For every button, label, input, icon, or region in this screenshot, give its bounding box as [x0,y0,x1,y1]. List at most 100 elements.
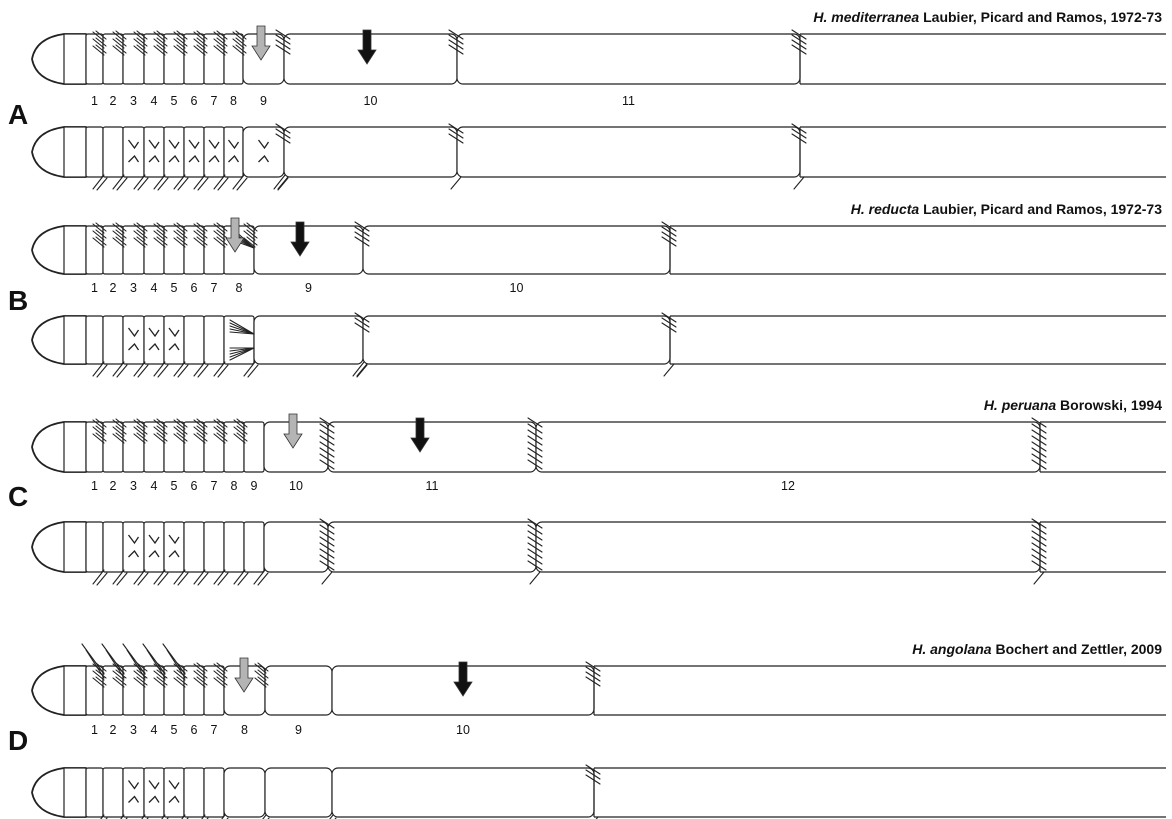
body-segment [283,126,458,178]
hook-mark [148,154,160,163]
chaeta [1031,518,1047,529]
chaeta [116,364,128,378]
chaeta [177,572,189,586]
chaeta [661,317,677,328]
hook-mark [168,342,180,351]
chaeta [133,223,146,234]
chaeta [237,572,249,586]
chaeta [173,361,186,377]
chaeta [173,174,186,190]
panel-d: D H. angolana Bochert and Zettler, 2009 … [8,641,1166,819]
chaeta [92,38,105,49]
hook-mark [258,154,270,163]
chaeta [213,31,226,42]
hook-mark [148,139,160,150]
chaeta [1031,560,1047,571]
chaeta [96,364,108,378]
chaeta [1033,571,1045,585]
body-segment [143,315,165,365]
chaeta [235,37,247,47]
chaeta [173,45,186,56]
chaeta [112,31,125,42]
chaeta [176,425,188,435]
hook-mark [168,327,180,338]
hook-mark [148,534,160,545]
body-segment [122,315,145,365]
chaeta [216,676,228,686]
chaeta [213,361,226,377]
chaeta [197,177,209,191]
chaeta [133,237,146,248]
black-arrow [453,661,473,697]
chaeta [216,44,228,54]
chaeta [141,814,146,819]
chaeta [92,223,105,234]
segment-number: 7 [211,723,218,737]
chaeta [136,222,148,232]
segment-number: 9 [260,94,267,108]
chaeta [585,774,601,785]
chaeta [112,230,125,241]
chaeta [233,433,246,444]
body-segment [85,315,104,365]
peristomium [63,315,87,365]
chaeta [213,569,226,585]
chaeta [254,670,267,681]
chaeta [196,236,208,246]
chaeta [233,419,246,430]
chaeta [354,231,370,242]
chaeta [275,123,291,134]
segment-number: 3 [130,281,137,295]
chaeta [92,237,105,248]
chaeta [92,230,105,241]
hook-mark [168,549,180,558]
body-segment [183,126,205,178]
chaeta [663,363,675,377]
chaeta [112,174,125,190]
chaeta [791,133,807,144]
black-arrow [357,29,377,65]
chaeta [277,177,289,191]
chaeta [193,361,206,377]
segment-number: 3 [130,723,137,737]
chaeta [133,569,146,585]
chaeta [585,666,601,677]
chaeta [1031,429,1047,440]
chaeta [115,229,127,239]
dorsal-view [31,217,1166,275]
chaeta [112,419,125,430]
chaeta [319,542,335,553]
segment-number: 8 [230,94,237,108]
segment-number: 1 [91,723,98,737]
chaeta [527,417,543,428]
chaeta [173,569,186,585]
chaeta [92,31,105,42]
chaeta [235,30,247,40]
chaeta [176,418,188,428]
chaeta [156,222,168,232]
chaeta [236,432,248,442]
chaeta [232,31,245,42]
chaeta [196,30,208,40]
chaeta [246,236,258,246]
chaeta [527,435,543,446]
chaeta [793,176,805,190]
chaeta [585,769,601,780]
chaeta [216,222,228,232]
body-segment [183,767,205,818]
chaeta [181,814,186,819]
chaeta [216,30,228,40]
chaeta [527,447,543,458]
body-segment [102,126,124,178]
chaeta [527,518,543,529]
chaeta [115,432,127,442]
segment-number: 5 [171,281,178,295]
chaeta [319,459,335,470]
chaeta [136,229,148,239]
chaeta [529,571,541,585]
long-chaeta [122,643,146,675]
chaeta [1031,524,1047,535]
segment-number: 2 [110,479,117,493]
chaeta [1031,536,1047,547]
chaeta [236,425,248,435]
